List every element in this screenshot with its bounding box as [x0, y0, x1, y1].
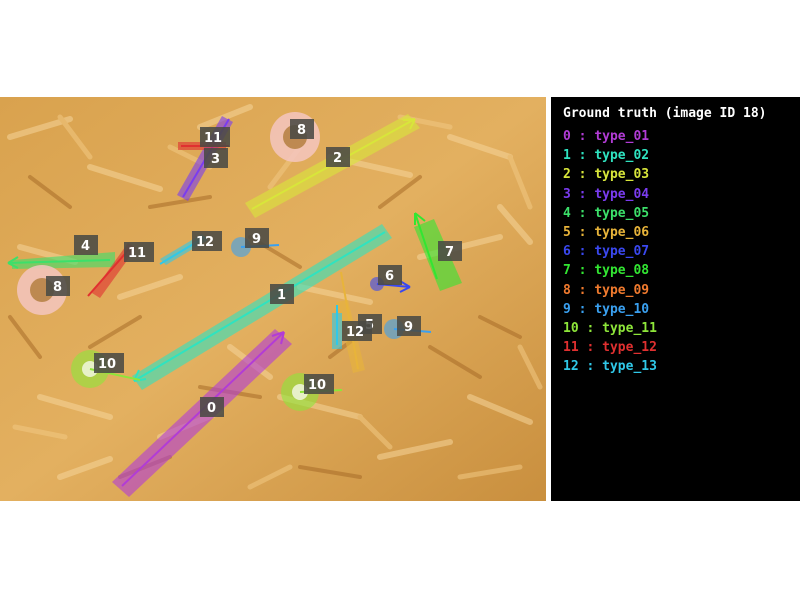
object-label: 9 — [397, 316, 421, 336]
legend-entry: 12 : type_13 — [563, 359, 657, 375]
arrowhead-icon — [402, 118, 416, 130]
object-label: 10 — [94, 353, 124, 373]
legend-entry-name: type_09 — [594, 282, 650, 298]
legend-list: 0 : type_01 1 : type_02 2 : type_03 3 : typ… — [563, 127, 657, 376]
legend-entry: 6 : type_07 — [563, 244, 650, 260]
svg-text:12: 12 — [196, 235, 214, 250]
legend-entry-id: 4 — [563, 205, 571, 221]
svg-text:9: 9 — [404, 320, 413, 335]
object-label: 8 — [290, 119, 314, 139]
svg-text:7: 7 — [445, 245, 454, 260]
object-label: 12 — [342, 321, 372, 341]
legend-entry-name: type_12 — [602, 340, 657, 356]
svg-text:10: 10 — [98, 357, 116, 372]
legend-entry-name: type_13 — [602, 359, 657, 375]
legend-entry: 9 : type_10 — [563, 301, 650, 317]
svg-text:6: 6 — [385, 269, 394, 284]
orientation-arrow — [87, 246, 132, 297]
svg-text:4: 4 — [81, 239, 90, 254]
svg-text:12: 12 — [346, 325, 364, 340]
legend-entry-id: 2 — [563, 167, 571, 183]
legend-entry-name: type_02 — [594, 148, 650, 164]
legend-entry-name: type_06 — [594, 224, 650, 240]
legend-entry: 1 : type_02 — [563, 148, 650, 164]
arrowhead-icon — [414, 212, 426, 225]
legend-entry-name: type_07 — [594, 244, 650, 260]
legend-entry-id: 6 — [563, 244, 571, 260]
legend-entry: 11 : type_12 — [563, 340, 657, 356]
object-class-4 — [7, 252, 115, 269]
legend-entry: 2 : type_03 — [563, 167, 650, 183]
orientation-arrow — [414, 212, 438, 280]
legend-entry-name: type_08 — [594, 263, 650, 279]
legend-panel: Ground truth (image ID 18) 0 : type_01 1 … — [551, 97, 800, 501]
legend-entry-id: 7 — [563, 263, 571, 279]
legend-entry: 0 : type_01 — [563, 129, 650, 144]
svg-text:8: 8 — [53, 280, 62, 295]
object-labels: 0 1 2 3 4 5 6 7 8 8 9 9 — [46, 119, 462, 417]
legend-entry-name: type_10 — [594, 301, 650, 317]
svg-text:8: 8 — [297, 123, 306, 138]
legend-entry: 7 : type_08 — [563, 263, 650, 279]
object-label: 8 — [46, 276, 70, 296]
legend-entry-id: 12 — [563, 359, 579, 375]
legend-entry-id: 3 — [563, 186, 571, 202]
arrowhead-icon — [7, 256, 19, 269]
object-label: 11 — [200, 127, 230, 147]
object-label: 2 — [326, 147, 350, 167]
svg-text:1: 1 — [277, 288, 286, 303]
legend-entry-id: 8 — [563, 282, 571, 298]
svg-text:10: 10 — [308, 378, 326, 393]
object-label: 0 — [200, 397, 224, 417]
object-class-1 — [132, 224, 392, 390]
object-label: 4 — [74, 235, 98, 255]
legend-entry-name: type_05 — [594, 205, 650, 221]
legend-entry-id: 1 — [563, 148, 571, 164]
object-label: 10 — [304, 374, 334, 394]
object-label: 7 — [438, 241, 462, 261]
object-label: 6 — [378, 265, 402, 285]
orientation-arrow — [340, 271, 359, 370]
svg-text:9: 9 — [252, 232, 261, 247]
legend-entry-id: 5 — [563, 224, 571, 240]
svg-text:0: 0 — [207, 401, 216, 416]
legend-entry-name: type_03 — [594, 167, 650, 183]
legend-entry: 8 : type_09 — [563, 282, 650, 298]
legend-entry: 4 : type_05 — [563, 205, 650, 221]
legend-entry: 10 : type_11 — [563, 320, 657, 336]
annotated-photo: 0 1 2 3 4 5 6 7 8 8 9 9 — [0, 97, 546, 501]
orientation-arrow — [133, 231, 386, 382]
object-label: 12 — [192, 231, 222, 251]
legend-entry: 3 : type_04 — [563, 186, 650, 202]
svg-text:2: 2 — [333, 151, 342, 166]
legend-entry-name: type_01 — [594, 129, 650, 144]
legend-entry-id: 10 — [563, 320, 579, 336]
legend-entry-id: 11 — [563, 340, 579, 356]
legend-entry-name: type_04 — [594, 186, 650, 202]
legend-title: Ground truth (image ID 18) — [563, 106, 767, 121]
svg-text:11: 11 — [204, 131, 222, 146]
object-label: 1 — [270, 284, 294, 304]
legend-entry-id: 0 — [563, 129, 571, 144]
arrowhead-icon — [271, 331, 285, 345]
legend-entry-name: type_11 — [602, 320, 657, 336]
object-label: 11 — [124, 242, 154, 262]
legend-entry-id: 9 — [563, 301, 571, 317]
object-label: 9 — [245, 228, 269, 248]
object-label: 3 — [204, 148, 228, 168]
orientation-arrow — [7, 259, 111, 264]
legend-entry: 5 : type_06 — [563, 224, 650, 240]
svg-text:11: 11 — [128, 246, 146, 261]
svg-text:3: 3 — [211, 152, 220, 167]
